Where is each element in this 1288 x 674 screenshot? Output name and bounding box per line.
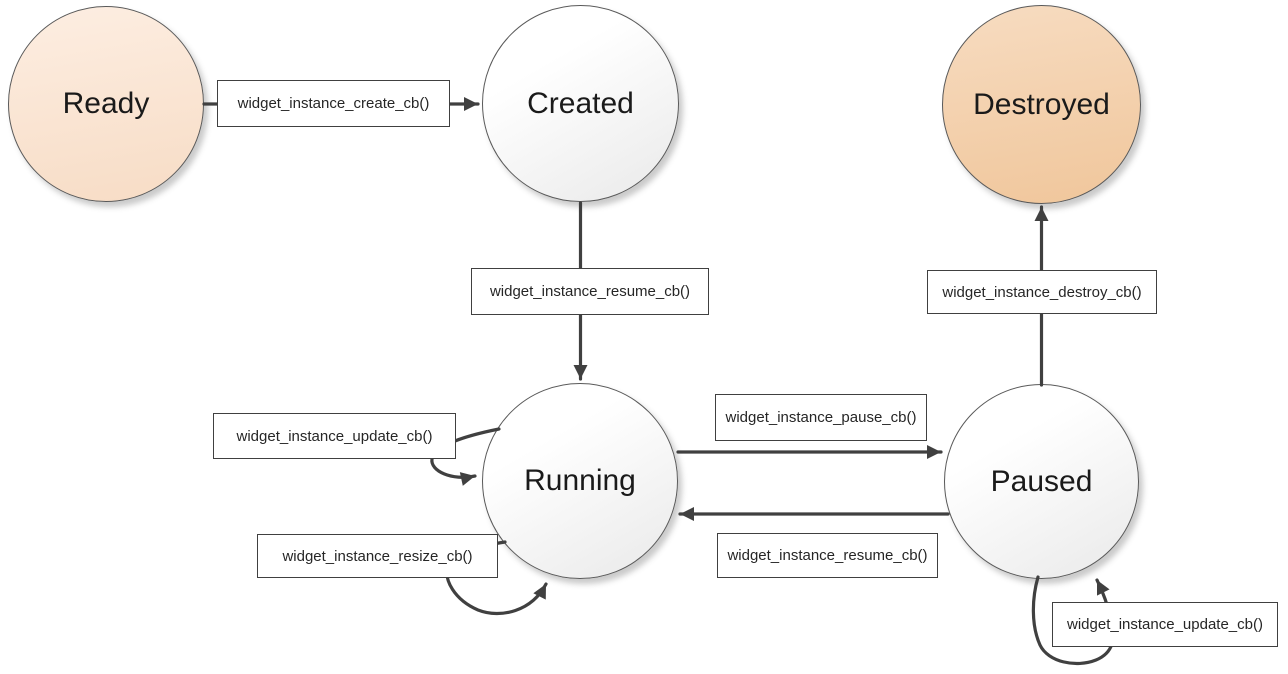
transition-label-resize-text: widget_instance_resize_cb() [282, 547, 473, 565]
transition-label-resume-paused-text: widget_instance_resume_cb() [727, 547, 928, 564]
transition-label-resume-created-text: widget_instance_resume_cb() [489, 283, 691, 300]
state-node-paused: Paused [944, 384, 1139, 579]
transition-label-resize: widget_instance_resize_cb() [257, 534, 498, 578]
state-label-created: Created [527, 86, 634, 120]
transition-label-resume-created: widget_instance_resume_cb() [471, 268, 709, 315]
transition-label-pause: widget_instance_pause_cb() [715, 394, 927, 441]
transition-label-update-paused: widget_instance_update_cb() [1052, 602, 1278, 647]
transition-label-update-running-text: widget_instance_update_cb() [236, 427, 433, 445]
transition-label-destroy-text: widget_instance_destroy_cb() [942, 283, 1142, 301]
state-node-ready: Ready [8, 6, 204, 202]
state-node-running: Running [482, 383, 678, 579]
state-label-ready: Ready [62, 87, 150, 120]
transition-label-create: widget_instance_create_cb() [217, 80, 450, 127]
state-label-paused: Paused [990, 464, 1093, 498]
state-node-destroyed: Destroyed [942, 5, 1141, 204]
transition-label-update-paused-text: widget_instance_update_cb() [1067, 616, 1263, 633]
transition-label-resume-paused: widget_instance_resume_cb() [717, 533, 938, 578]
state-label-destroyed: Destroyed [973, 87, 1110, 121]
state-label-running: Running [524, 464, 636, 497]
transition-label-update-running: widget_instance_update_cb() [213, 413, 456, 459]
transition-label-pause-text: widget_instance_pause_cb() [725, 409, 917, 426]
transition-label-create-text: widget_instance_create_cb() [237, 95, 430, 112]
transition-label-destroy: widget_instance_destroy_cb() [927, 270, 1157, 314]
